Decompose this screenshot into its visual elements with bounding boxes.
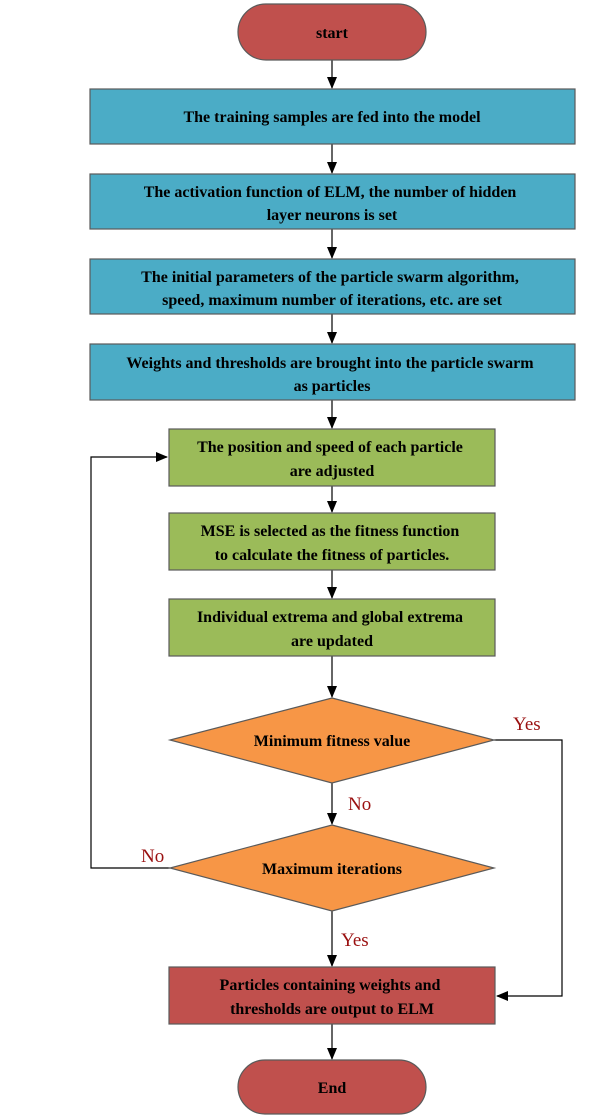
decision-minimum-fitness bbox=[167, 697, 497, 784]
edge-decision2-no-loop bbox=[90, 452, 170, 869]
step-update-extrema bbox=[168, 598, 496, 657]
step-feed-samples bbox=[89, 88, 576, 145]
edge-decision1-yes-output bbox=[494, 739, 563, 1001]
step-update-extrema-label: Individual extrema and global extrema ar… bbox=[197, 609, 467, 650]
end-label: End bbox=[318, 1080, 347, 1097]
decision-maximum-iterations-label: Maximum iterations bbox=[262, 861, 402, 878]
step-adjust-position bbox=[168, 428, 496, 487]
edge-label-d1-no: No bbox=[348, 794, 371, 815]
step-weights-particles-label: Weights and thresholds are brought into … bbox=[126, 355, 537, 395]
edge-label-d2-yes: Yes bbox=[341, 930, 369, 951]
edges bbox=[90, 60, 563, 1060]
step-output-elm-label: Particles containing weights and thresho… bbox=[220, 977, 445, 1018]
edge-labels: Yes No No Yes bbox=[141, 714, 541, 951]
step-elm-activation-label: The activation function of ELM, the numb… bbox=[144, 184, 521, 224]
step-mse-fitness bbox=[168, 512, 496, 571]
edge-label-d2-no: No bbox=[141, 846, 164, 867]
start-label: start bbox=[316, 25, 349, 42]
edge-label-d1-yes: Yes bbox=[513, 714, 541, 735]
step-adjust-position-label: The position and speed of each particle … bbox=[197, 439, 467, 480]
decision-minimum-fitness-label: Minimum fitness value bbox=[254, 733, 410, 750]
node-labels: start The training samples are fed into … bbox=[126, 25, 537, 1097]
start-terminal bbox=[237, 3, 427, 61]
step-mse-fitness-label: MSE is selected as the fitness function … bbox=[201, 523, 464, 564]
step-pso-parameters-label: The initial parameters of the particle s… bbox=[141, 269, 523, 309]
end-terminal bbox=[237, 1059, 427, 1115]
step-elm-activation bbox=[89, 173, 576, 230]
decision-maximum-iterations bbox=[167, 824, 497, 912]
step-weights-particles bbox=[89, 343, 576, 401]
step-output-elm bbox=[168, 966, 496, 1025]
step-feed-samples-label: The training samples are fed into the mo… bbox=[183, 109, 481, 126]
step-pso-parameters bbox=[89, 258, 576, 315]
nodes bbox=[89, 3, 576, 1115]
